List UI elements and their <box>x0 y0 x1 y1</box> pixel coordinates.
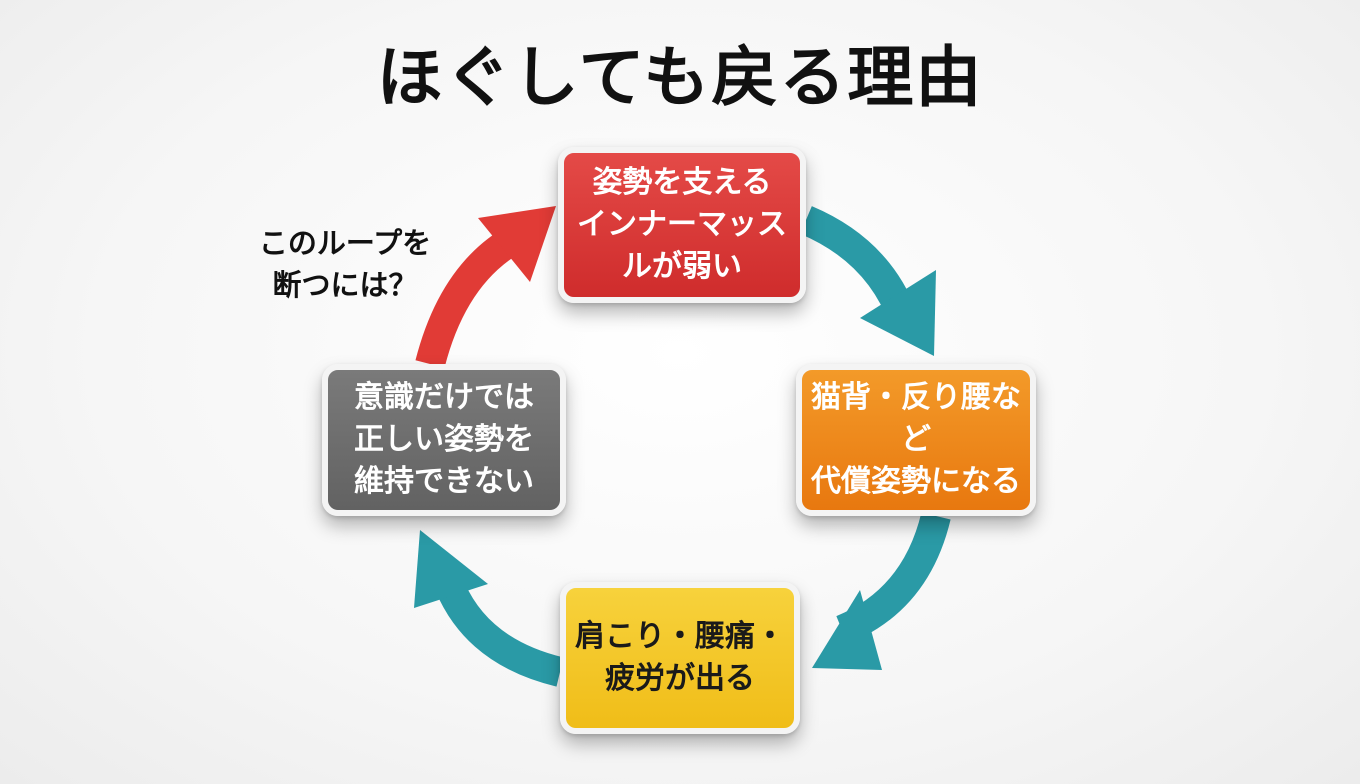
step-weak-inner-muscles-label: 姿勢を支える インナーマッス ルが弱い <box>577 165 787 284</box>
step-weak-inner-muscles: 姿勢を支える インナーマッス ルが弱い <box>558 147 806 303</box>
loop-question: このループを 断つには？ <box>258 226 432 302</box>
arrow-to-weak-muscles <box>415 206 556 368</box>
step-compensatory-posture: 猫背・反り腰など 代償姿勢になる <box>796 364 1036 516</box>
arrow-to-symptoms <box>812 512 951 670</box>
arrow-to-compensation <box>799 206 936 356</box>
step-awareness-insufficient: 意識だけでは 正しい姿勢を 維持できない <box>322 364 566 516</box>
page-title: ほぐしても戻る理由 <box>376 39 984 116</box>
arrow-to-awareness <box>414 530 564 687</box>
step-symptoms: 肩こり・腰痛・ 疲労が出る <box>560 582 800 734</box>
step-symptoms-label: 肩こり・腰痛・ 疲労が出る <box>575 619 785 696</box>
step-awareness-insufficient-label: 意識だけでは 正しい姿勢を 維持できない <box>354 380 534 499</box>
step-compensatory-posture-label: 猫背・反り腰など 代償姿勢になる <box>811 380 1021 499</box>
